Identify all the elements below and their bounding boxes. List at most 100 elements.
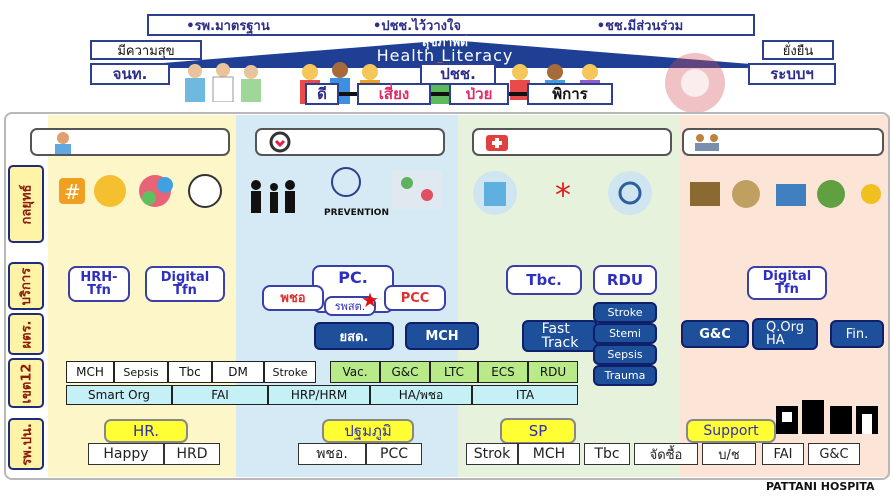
- stage-disabled: พิการ: [527, 83, 613, 105]
- hrh-tfn-box: HRH- Tfn: [68, 266, 130, 302]
- sustainable-label: ยั่งยืน: [762, 40, 834, 60]
- doctors-icon: [185, 63, 261, 103]
- svg-text:PREVENTION: PREVENTION: [324, 208, 389, 218]
- region-cell-ltc: LTC: [430, 361, 478, 383]
- ysd-box: ยสด.: [314, 322, 394, 350]
- arrow-icon: [339, 92, 357, 96]
- gc-box: G&C: [681, 320, 749, 348]
- pcc-box: PCC: [384, 285, 446, 311]
- health-literacy-label: Health Literacy: [376, 46, 514, 65]
- qorg-ha-box: Q.Org HA: [752, 318, 818, 350]
- sp-item-mch: MCH: [518, 443, 580, 465]
- column-header-medical: [472, 128, 672, 156]
- row-label-region12: เขต12: [8, 358, 44, 408]
- hospital-medical-icons: *: [473, 171, 652, 215]
- sp-item-tbc: Tbc: [584, 443, 630, 465]
- star-icon: ★: [361, 288, 379, 312]
- hr-button: HR.: [104, 419, 188, 443]
- stage-sick: ป่วย: [449, 83, 509, 105]
- hr-item-hrd: HRD: [164, 443, 220, 465]
- hr-item-happy: Happy: [88, 443, 164, 465]
- row-label-strategy: กลยุทธ์: [8, 165, 44, 243]
- digital-tfn-box-2: Digital Tfn: [747, 266, 827, 300]
- region-cell-hrp-hrm: HRP/HRM: [268, 385, 370, 405]
- region-cell-ita: ITA: [472, 385, 578, 405]
- region-cell-tbc: Tbc: [168, 361, 212, 383]
- heart-watch-icon: [269, 131, 291, 153]
- stage-good: ดี: [305, 83, 339, 105]
- hashtag-emoji-icons: #: [59, 174, 222, 208]
- strategy-icons-2: PREVENTION: [242, 165, 452, 220]
- staff-label: จนท.: [90, 63, 170, 85]
- meeting-icon: [695, 134, 719, 151]
- family-prevention-icons: PREVENTION: [251, 167, 442, 218]
- region-cell-stroke: Stroke: [264, 361, 316, 383]
- rph-box: รพสต.: [324, 296, 376, 316]
- row-label-hospital: รพ.ปน.: [8, 418, 44, 470]
- svg-text:*: *: [555, 176, 571, 214]
- region-cell-mch: MCH: [66, 361, 114, 383]
- region-cell-vac: Vac.: [330, 361, 380, 383]
- banner-left: •รพ.มาตรฐาน: [147, 14, 307, 36]
- region-cell-gc: G&C: [380, 361, 430, 383]
- row-label-inspector: ผตร.: [8, 313, 44, 355]
- management-icons: [690, 180, 881, 208]
- stroke-list-item-4: Trauma: [593, 365, 657, 386]
- support-item-fai: FAI: [762, 443, 804, 465]
- stage-risk: เสี่ยง: [357, 83, 431, 105]
- support-item-procurement: จัดซื้อ: [634, 443, 698, 465]
- sp-button: SP: [500, 418, 576, 444]
- outer-frame: [4, 112, 890, 480]
- system-label: ระบบฯ: [748, 63, 836, 85]
- strategy-icons-1: #: [55, 168, 230, 213]
- doctor-icon: [55, 132, 71, 154]
- arrow-icon: [431, 92, 449, 96]
- fast-track-box: Fast Track: [522, 320, 598, 352]
- region-cell-ecs: ECS: [478, 361, 528, 383]
- region-cell-sepsis: Sepsis: [114, 361, 168, 383]
- primary-care-button: ปฐมภูมิ: [322, 419, 414, 443]
- rdu-box: RDU: [593, 265, 657, 295]
- primary-item-phcho: พชอ.: [298, 443, 366, 465]
- support-item-accounting: บ/ช: [702, 443, 756, 465]
- health-thai-label: สุขภาพดี: [422, 35, 468, 49]
- svg-text:#: #: [64, 180, 81, 204]
- arrow-icon: [509, 92, 527, 96]
- banner-mid: •ปชช.ไว้วางใจ: [307, 14, 527, 36]
- strategy-icons-4: [686, 170, 886, 215]
- sp-item-stroke: Strok: [466, 443, 518, 465]
- triangle-shape: [100, 40, 800, 68]
- hospital-logo-icon: [776, 400, 878, 434]
- stage-bar: ดี เสี่ยง ป่วย พิการ: [305, 83, 615, 105]
- support-item-gc: G&C: [808, 443, 860, 465]
- phcho-box: พชอ: [262, 285, 324, 311]
- region-cell-fai: FAI: [172, 385, 268, 405]
- column-header-management: [682, 128, 884, 156]
- system-wheel: [650, 50, 740, 113]
- column-header-staff: [30, 128, 230, 156]
- region-cell-smart-org: Smart Org: [66, 385, 172, 405]
- region-cell-dm: DM: [212, 361, 264, 383]
- leadership-wheel-icon: [665, 53, 725, 113]
- stroke-list-item-1: Stroke: [593, 302, 657, 323]
- tbc-box: Tbc.: [506, 265, 582, 295]
- first-aid-icon: [486, 135, 508, 151]
- hospital-logo: [772, 396, 884, 444]
- health-triangle: [80, 38, 820, 68]
- doctors-illustration: [175, 62, 275, 103]
- region-cell-rdu: RDU: [528, 361, 578, 383]
- support-button: Support: [686, 419, 776, 443]
- happy-label: มีความสุข: [90, 40, 202, 60]
- banner-right: •ชช.มีส่วนร่วม: [527, 14, 755, 36]
- row-label-service: บริการ: [8, 262, 44, 310]
- region-cell-ha-phcho: HA/พชอ: [370, 385, 472, 405]
- primary-item-pcc: PCC: [366, 443, 422, 465]
- mch-box: MCH: [405, 322, 479, 350]
- fin-box: Fin.: [830, 320, 884, 348]
- digital-tfn-box-1: Digital Tfn: [145, 266, 225, 302]
- column-header-prevention: [255, 128, 445, 156]
- hospital-logo-text: PATTANI HOSPITA: [766, 480, 875, 493]
- stroke-list-item-3: Sepsis: [593, 344, 657, 365]
- strategy-icons-3: *: [470, 168, 670, 218]
- stroke-list-item-2: Stemi: [593, 323, 657, 344]
